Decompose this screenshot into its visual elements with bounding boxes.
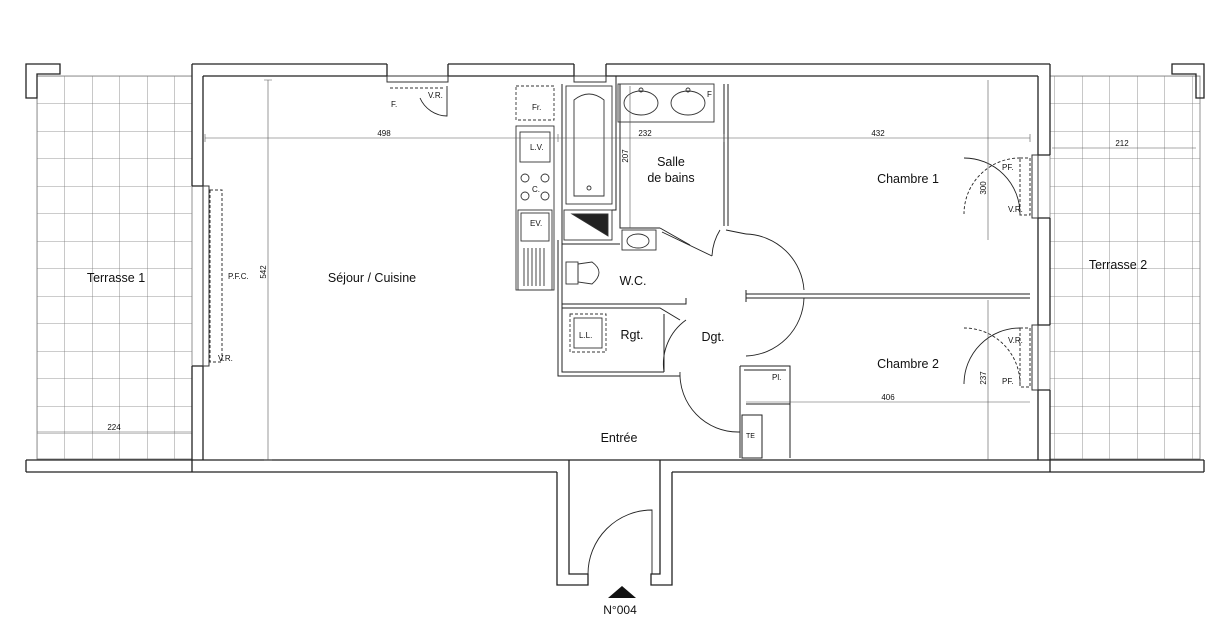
room-rgt: Rgt. (621, 328, 644, 342)
walls (25, 63, 1205, 586)
dim-chambre-2-width: 406 (881, 393, 895, 402)
label-ll: L.L. (579, 331, 592, 340)
room-dgt: Dgt. (702, 330, 725, 344)
room-salle-de-bains-2: de bains (647, 171, 694, 185)
label-pfc: P.F.C. (228, 272, 249, 281)
fixtures (515, 83, 715, 353)
label-ev: EV. (530, 219, 542, 228)
unit-number: N°004 (603, 603, 637, 617)
label-fr: Fr. (532, 103, 541, 112)
partitions (557, 76, 1030, 459)
label-vr-left: V.R. (218, 354, 233, 363)
dimension-lines (37, 79, 1196, 461)
label-te: TE (746, 433, 755, 440)
dim-sdb-depth: 207 (621, 149, 630, 163)
dim-sejour-depth: 542 (259, 265, 268, 279)
room-chambre-2: Chambre 2 (877, 357, 939, 371)
dim-chambre-1-window: 300 (979, 181, 988, 195)
room-wc: W.C. (619, 274, 646, 288)
room-sejour-cuisine: Séjour / Cuisine (328, 271, 416, 285)
label-f-bath: F (707, 90, 712, 99)
dim-sdb-width: 232 (638, 129, 652, 138)
label-pf-chambre-2: PF. (1002, 377, 1014, 386)
label-vr-chambre-2: V.R. (1008, 336, 1023, 345)
doors (419, 86, 1021, 575)
dim-chambre-1-width: 432 (871, 129, 885, 138)
dim-terrasse-2-width: 212 (1115, 139, 1129, 148)
entry-arrow (608, 586, 636, 598)
dim-sejour-width: 498 (377, 129, 391, 138)
label-lv: L.V. (530, 143, 544, 152)
room-entree: Entrée (601, 431, 638, 445)
room-salle-de-bains-1: Salle (657, 155, 685, 169)
room-terrasse-1: Terrasse 1 (87, 271, 145, 285)
terrasse-1 (36, 75, 193, 460)
label-vr-chambre-1: V.R. (1008, 205, 1023, 214)
label-c: C. (532, 185, 540, 194)
terrasse-2 (1049, 75, 1201, 460)
label-pl: Pl. (772, 373, 781, 382)
dim-terrasse-1-width: 224 (107, 423, 121, 432)
dim-chambre-2-window: 237 (979, 371, 988, 385)
room-terrasse-2: Terrasse 2 (1089, 258, 1147, 272)
label-f-top: F. (391, 100, 397, 109)
windows (202, 75, 1039, 391)
label-pf-chambre-1: PF. (1002, 163, 1014, 172)
label-vr-top: V.R. (428, 91, 443, 100)
room-chambre-1: Chambre 1 (877, 172, 939, 186)
